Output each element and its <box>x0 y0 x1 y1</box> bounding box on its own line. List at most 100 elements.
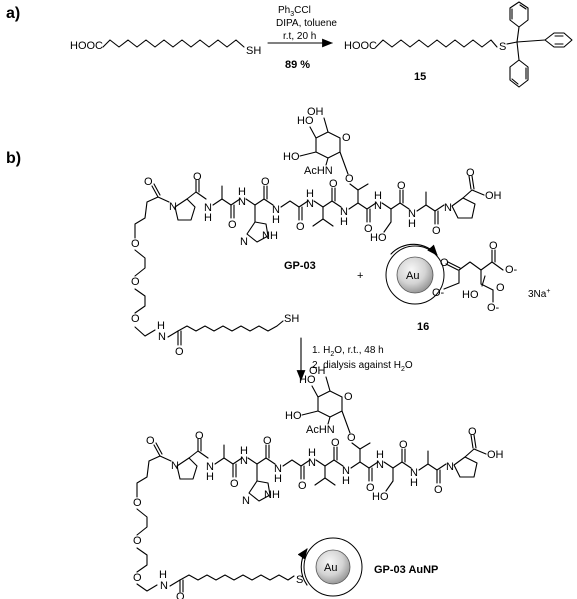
gp03-n1: N <box>204 202 212 214</box>
gp03-peg-o3: O <box>131 313 140 325</box>
gp03-h7: H <box>408 218 416 230</box>
reactant-thiol-acid: HOOC SH <box>70 39 261 57</box>
gp03-n4: N <box>306 198 314 210</box>
compound-15-label: 15 <box>414 71 426 83</box>
citrate-o3-minus: O- <box>505 264 518 276</box>
gp03-amide-n: N <box>158 331 166 343</box>
aunp-n1: N <box>206 461 214 473</box>
gp03-n5: N <box>340 206 348 218</box>
aunp-n7: N <box>410 467 418 479</box>
gp03-peg-o2: O <box>131 276 140 288</box>
gp03-linker-o: O <box>144 176 153 188</box>
aunp-o6: O <box>366 482 375 494</box>
aunp-o2: O <box>230 478 239 490</box>
citrate-o-bound: O- <box>432 287 445 299</box>
aunp-peg-o2: O <box>133 535 142 547</box>
gp03-thr-o: O <box>345 173 354 185</box>
gp03-pro-n: N <box>169 201 177 213</box>
gp03-n2: N <box>238 196 246 208</box>
gp03-o3: O <box>261 176 270 188</box>
panel-b-label: b) <box>6 150 21 167</box>
aunp-n8: N <box>446 461 454 473</box>
gp03-o2: O <box>228 219 237 231</box>
gp03-n7: N <box>408 208 416 220</box>
gp03-sugar-ring-o: O <box>342 132 351 144</box>
gp03-peg-o1: O <box>131 238 140 250</box>
panel-a-label: a) <box>6 5 20 22</box>
aunp-ser-oh: HO <box>372 491 389 503</box>
citrate-o1: O <box>440 257 449 269</box>
aunp-h7: H <box>410 477 418 489</box>
gp03-aunp-label: GP-03 AuNP <box>374 564 438 576</box>
aunp-peg-o3: O <box>133 572 142 584</box>
aunp-peg-o1: O <box>133 497 142 509</box>
aunp-o5: O <box>331 437 340 449</box>
aunp-amide-h: H <box>159 569 167 581</box>
compound-16-label: 16 <box>417 321 429 333</box>
aunp-n3: N <box>274 463 282 475</box>
aunp-h6: H <box>376 449 384 461</box>
gp03-aunp-structure: O O O O H N O S N O N H O H N <box>133 365 504 599</box>
gp03-h2: H <box>238 186 246 198</box>
gp03-structure: O O O O H N O SH N O N H O H N <box>131 106 502 358</box>
aunp-n4: N <box>308 457 316 469</box>
aunp-sulfur-label: S <box>296 574 303 586</box>
gp03-o1: O <box>193 171 202 183</box>
yield-label: 89 % <box>285 59 310 71</box>
au-core-label-16: Au <box>406 270 419 282</box>
aunp-o3: O <box>263 435 272 447</box>
condition-step2-label: 2. dialysis against H2O <box>312 360 413 373</box>
gp03-cooh-o: O <box>466 167 475 179</box>
aunp-o4: O <box>298 480 307 492</box>
gp03-sugar-ho2: HO <box>283 151 300 163</box>
gp03-o6: O <box>364 223 373 235</box>
aunp-his-nh: NH <box>264 489 280 501</box>
gp03-sugar-acnh: AcHN <box>304 165 333 177</box>
gp03-amide-h: H <box>157 320 165 332</box>
temp-time-label: r.t, 20 h <box>283 31 316 42</box>
gp03-ser-oh: HO <box>370 232 387 244</box>
gp03-sugar-ho1: HO <box>297 115 314 127</box>
gp03-label: GP-03 <box>284 260 316 272</box>
gp03-o8: O <box>432 225 441 237</box>
gp03-n8: N <box>444 202 452 214</box>
aunp-h3: H <box>274 473 282 485</box>
aunp-h1: H <box>206 471 214 483</box>
gp03-thiol-label: SH <box>284 313 299 325</box>
aunp-h2: H <box>240 445 248 457</box>
gp03-his-nh-n: NH <box>262 230 278 242</box>
citrate-o2: O <box>489 240 498 252</box>
aunp-amide-n: N <box>160 580 168 592</box>
gp03-amide-o: O <box>175 346 184 358</box>
plus-sign: + <box>357 270 363 282</box>
gp03-o7: O <box>397 180 406 192</box>
citrate-aunp-16: Au O- O O O- HO O O- 3Na+ <box>385 240 550 314</box>
reactant-acid-label: HOOC <box>70 40 103 52</box>
aunp-n5: N <box>342 465 350 477</box>
au-core-label-product: Au <box>324 562 337 574</box>
reactant-thiol-label: SH <box>246 45 261 57</box>
aunp-o1: O <box>195 430 204 442</box>
aunp-sugar-ring-o: O <box>344 391 353 403</box>
aunp-amide-o: O <box>176 591 185 599</box>
citrate-o4: O <box>496 282 505 294</box>
gp03-h1: H <box>204 212 212 224</box>
product-15-structure: HOOC S <box>344 1 573 88</box>
citrate-ho: HO <box>462 289 479 301</box>
gp03-h5: H <box>340 216 348 228</box>
aunp-h4: H <box>308 447 316 459</box>
gp03-sugar-oh-top: OH <box>307 106 324 118</box>
aunp-pro-n: N <box>171 460 179 472</box>
aunp-n2: N <box>240 455 248 467</box>
product-sulfur-label: S <box>499 41 506 53</box>
aunp-his-n: N <box>242 495 250 507</box>
condition-step1-label: 1. H2O, r.t., 48 h <box>312 345 384 358</box>
sodium-counterion-label: 3Na+ <box>528 288 550 300</box>
gp03-h4: H <box>306 188 314 200</box>
gp03-cooh-oh: OH <box>485 190 502 202</box>
reagent-label: Ph3CCl <box>278 5 311 18</box>
product-acid-label: HOOC <box>344 40 377 52</box>
gp03-n3: N <box>272 204 280 216</box>
aunp-cooh-o: O <box>468 426 477 438</box>
